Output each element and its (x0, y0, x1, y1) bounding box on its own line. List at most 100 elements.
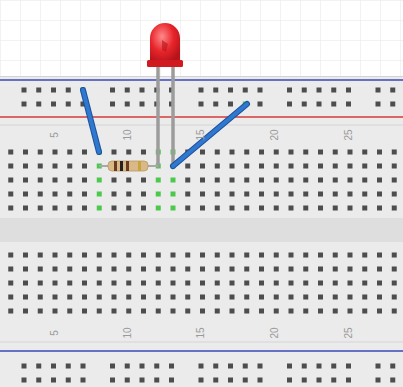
breadboard-hole (141, 253, 146, 258)
breadboard-hole (97, 281, 102, 286)
breadboard-hole (200, 253, 205, 258)
breadboard-hole (171, 267, 176, 272)
breadboard-hole (259, 150, 264, 155)
breadboard-hole (53, 178, 58, 183)
breadboard-hole (274, 309, 279, 314)
breadboard-hole (376, 88, 381, 93)
breadboard-hole (392, 150, 397, 155)
breadboard-hole (244, 267, 249, 272)
breadboard-hole (230, 253, 235, 258)
breadboard-hole (67, 150, 72, 155)
breadboard-hole (141, 192, 146, 197)
breadboard-hole (8, 309, 13, 314)
breadboard-hole (38, 164, 43, 169)
breadboard-hole (348, 281, 353, 286)
breadboard-hole (169, 364, 174, 369)
breadboard-hole (199, 378, 204, 383)
breadboard-hole (185, 281, 190, 286)
breadboard-hole (200, 295, 205, 300)
breadboard-hole (348, 178, 353, 183)
jumper-wire (83, 90, 99, 152)
breadboard-hole (331, 88, 336, 93)
breadboard-hole (66, 378, 71, 383)
breadboard-hole (140, 102, 145, 107)
breadboard-hole (390, 364, 395, 369)
breadboard-hole (67, 206, 72, 211)
breadboard-hole (200, 267, 205, 272)
resistor-band (126, 161, 129, 171)
breadboard-hole (215, 253, 220, 258)
breadboard-hole (23, 178, 28, 183)
breadboard-hole (289, 164, 294, 169)
breadboard-hole (243, 88, 248, 93)
breadboard-hole (243, 378, 248, 383)
breadboard-hole (126, 192, 131, 197)
breadboard-hole (346, 364, 351, 369)
breadboard-hole (289, 281, 294, 286)
breadboard-hole (289, 150, 294, 155)
breadboard-hole (215, 309, 220, 314)
breadboard-hole (125, 364, 130, 369)
resistor-band (120, 161, 123, 171)
breadboard-hole (141, 206, 146, 211)
column-number: 10 (123, 129, 133, 140)
breadboard-hole (22, 88, 27, 93)
breadboard-hole (200, 164, 205, 169)
breadboard-hole (377, 206, 382, 211)
breadboard-hole (302, 378, 307, 383)
breadboard-hole (51, 88, 56, 93)
hole-grid (8, 88, 397, 383)
breadboard-hole (53, 253, 58, 258)
breadboard-hole (318, 164, 323, 169)
breadboard-hole (67, 309, 72, 314)
breadboard-body (0, 76, 403, 387)
breadboard-hole (392, 281, 397, 286)
breadboard-hole (36, 364, 41, 369)
breadboard-hole (331, 364, 336, 369)
breadboard-hole (97, 206, 102, 211)
breadboard-hole (303, 281, 308, 286)
breadboard-hole (333, 192, 338, 197)
breadboard-hole (97, 178, 102, 183)
breadboard-hole (171, 295, 176, 300)
breadboard-hole (289, 253, 294, 258)
breadboard-hole (259, 206, 264, 211)
breadboard-hole (140, 88, 145, 93)
breadboard-hole (185, 192, 190, 197)
breadboard-hole (185, 178, 190, 183)
center-channel (0, 218, 403, 242)
rail-separator (0, 341, 403, 343)
breadboard-hole (66, 102, 71, 107)
breadboard-hole (185, 164, 190, 169)
breadboard-hole (377, 253, 382, 258)
column-number: 15 (196, 129, 206, 140)
breadboard-hole (22, 364, 27, 369)
breadboard-hole (333, 295, 338, 300)
breadboard-hole (141, 309, 146, 314)
breadboard-hole (97, 192, 102, 197)
breadboard-hole (244, 309, 249, 314)
breadboard-hole (140, 364, 145, 369)
breadboard-hole (303, 178, 308, 183)
breadboard-hole (274, 267, 279, 272)
breadboard-hole (228, 88, 233, 93)
breadboard-hole (200, 150, 205, 155)
breadboard-hole (8, 164, 13, 169)
breadboard-hole (392, 178, 397, 183)
breadboard-hole (244, 178, 249, 183)
breadboard-hole (171, 281, 176, 286)
breadboard-hole (333, 253, 338, 258)
breadboard-hole (8, 192, 13, 197)
breadboard-hole (67, 178, 72, 183)
resistor-symbol (108, 161, 148, 171)
jumper-wire (173, 104, 247, 166)
breadboard-hole (82, 267, 87, 272)
breadboard-hole (126, 178, 131, 183)
breadboard-hole (199, 88, 204, 93)
breadboard-hole (215, 150, 220, 155)
breadboard-hole (362, 150, 367, 155)
breadboard-hole (215, 164, 220, 169)
breadboard-hole (156, 192, 161, 197)
